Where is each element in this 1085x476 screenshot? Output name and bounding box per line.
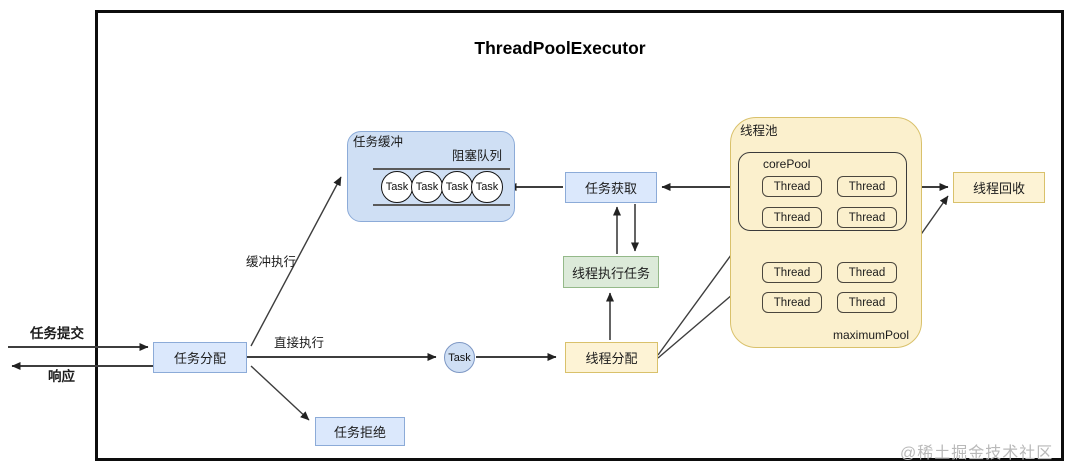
task-circle: Task: [444, 342, 475, 373]
task-dispatch-node: 任务分配: [153, 342, 247, 373]
task-submit-label: 任务提交: [30, 326, 84, 341]
task-fetch-node: 任务获取: [565, 172, 657, 203]
core-thread-box: Thread: [837, 176, 897, 197]
thread-dispatch-node: 线程分配: [565, 342, 658, 373]
core-pool-container: [738, 152, 907, 231]
page-title: ThreadPoolExecutor: [474, 38, 646, 58]
core-thread-box: Thread: [837, 207, 897, 228]
response-label: 响应: [48, 369, 75, 384]
core-pool-label: corePool: [763, 157, 811, 171]
watermark: @稀土掘金技术社区: [900, 445, 1054, 462]
thread-execute-node: 线程执行任务: [563, 256, 659, 288]
max-thread-box: Thread: [837, 262, 897, 283]
thread-recycle-node: 线程回收: [953, 172, 1045, 203]
core-thread-box: Thread: [762, 176, 822, 197]
blocking-queue-label: 阻塞队列: [452, 149, 503, 163]
queued-task-circle: Task: [381, 171, 413, 203]
max-thread-box: Thread: [762, 292, 822, 313]
queued-task-circle: Task: [411, 171, 443, 203]
queue-top-line: [373, 168, 510, 170]
core-thread-box: Thread: [762, 207, 822, 228]
queue-bottom-line: [373, 204, 510, 206]
direct-execution-label: 直接执行: [274, 336, 325, 350]
buffered-execution-label: 缓冲执行: [246, 255, 297, 269]
thread-pool-label: 线程池: [740, 124, 778, 138]
task-reject-node: 任务拒绝: [315, 417, 405, 446]
max-thread-box: Thread: [837, 292, 897, 313]
max-thread-box: Thread: [762, 262, 822, 283]
queued-task-circle: Task: [441, 171, 473, 203]
maximum-pool-label: maximumPool: [833, 328, 910, 342]
queued-task-circle: Task: [471, 171, 503, 203]
task-buffer-label: 任务缓冲: [353, 135, 404, 149]
